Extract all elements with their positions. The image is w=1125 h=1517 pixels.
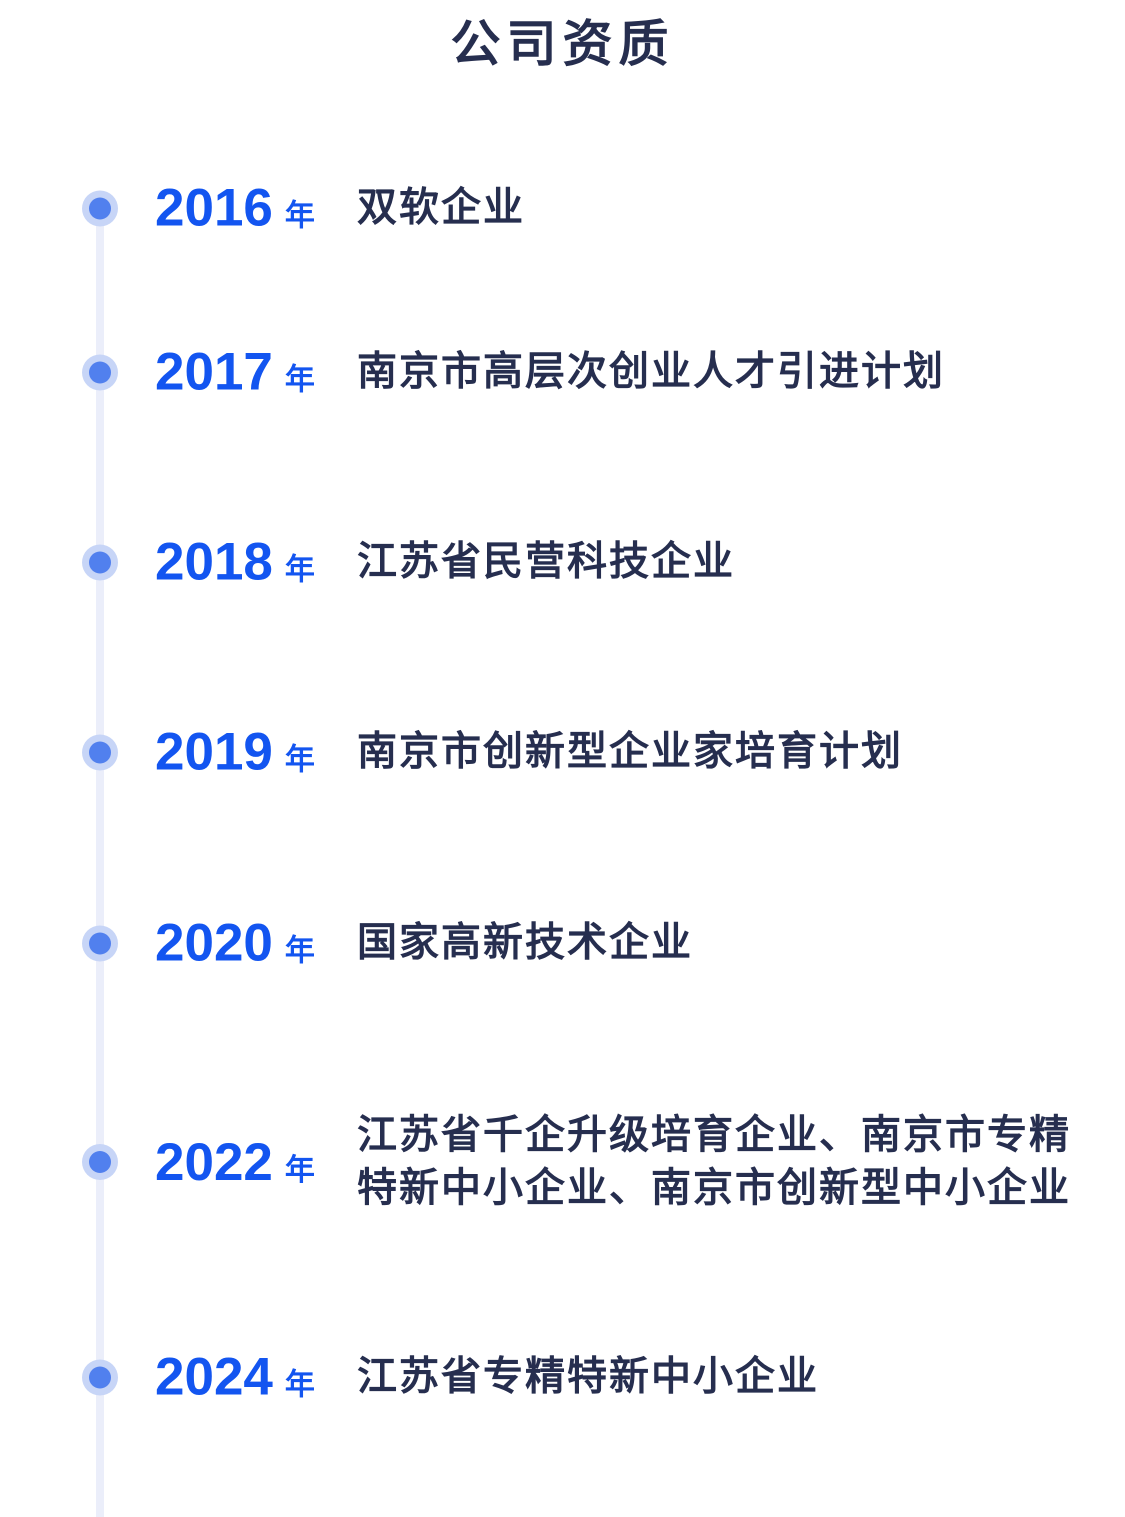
timeline-dot-inner-icon: [89, 1366, 111, 1388]
timeline-year-group: 2020 年: [155, 917, 357, 970]
timeline-dot-icon: [82, 734, 118, 770]
timeline-dot-icon: [82, 1359, 118, 1395]
timeline-year-group: 2022 年: [155, 1136, 357, 1189]
timeline-dot-inner-icon: [89, 361, 111, 383]
timeline-year-group: 2024 年: [155, 1351, 357, 1404]
timeline-year: 2016: [155, 178, 273, 238]
timeline-dot-inner-icon: [89, 932, 111, 954]
timeline-description: 江苏省民营科技企业: [357, 539, 735, 584]
timeline-dot-inner-icon: [89, 551, 111, 573]
timeline-year-group: 2019 年: [155, 726, 357, 779]
timeline-year: 2020: [155, 913, 273, 973]
timeline-year-suffix: 年: [284, 1368, 315, 1402]
timeline-description: 双软企业: [357, 185, 525, 230]
page-title: 公司资质: [450, 16, 675, 72]
timeline-row: 2024 年 江苏省专精特新中小企业: [82, 1351, 1092, 1404]
timeline-description: 南京市创新型企业家培育计划: [357, 729, 903, 774]
timeline-row: 2020 年 国家高新技术企业: [82, 917, 1092, 970]
timeline-dot-icon: [82, 544, 118, 580]
timeline-year-suffix: 年: [284, 1153, 315, 1187]
timeline-dot-inner-icon: [89, 741, 111, 763]
timeline-row: 2022 年 江苏省千企升级培育企业、南京市专精特新中小企业、南京市创新型中小企…: [82, 1109, 1092, 1215]
timeline-description: 江苏省专精特新中小企业: [357, 1354, 819, 1399]
timeline-description: 江苏省千企升级培育企业、南京市专精特新中小企业、南京市创新型中小企业: [357, 1113, 1071, 1210]
timeline-year: 2024: [155, 1347, 273, 1407]
timeline-year-group: 2016 年: [155, 182, 357, 235]
timeline-dot-icon: [82, 354, 118, 390]
timeline-year-suffix: 年: [284, 553, 315, 587]
timeline-dot-icon: [82, 1144, 118, 1180]
timeline-row: 2017 年 南京市高层次创业人才引进计划: [82, 346, 1092, 399]
timeline-year-suffix: 年: [284, 934, 315, 968]
timeline-year-suffix: 年: [284, 743, 315, 777]
timeline-description: 国家高新技术企业: [357, 920, 693, 965]
timeline-year-group: 2018 年: [155, 536, 357, 589]
timeline-row: 2018 年 江苏省民营科技企业: [82, 536, 1092, 589]
timeline-year: 2018: [155, 532, 273, 592]
timeline-line: [96, 208, 104, 1517]
timeline-dot-icon: [82, 925, 118, 961]
timeline-row: 2019 年 南京市创新型企业家培育计划: [82, 726, 1092, 779]
timeline-year-suffix: 年: [284, 199, 315, 233]
timeline-description: 南京市高层次创业人才引进计划: [357, 349, 945, 394]
timeline-dot-icon: [82, 190, 118, 226]
timeline-row: 2016 年 双软企业: [82, 182, 1092, 235]
timeline-dot-inner-icon: [89, 197, 111, 219]
timeline-year-group: 2017 年: [155, 346, 357, 399]
timeline-year: 2017: [155, 342, 273, 402]
timeline-year-suffix: 年: [284, 363, 315, 397]
timeline-year: 2019: [155, 722, 273, 782]
timeline-dot-inner-icon: [89, 1151, 111, 1173]
timeline-year: 2022: [155, 1132, 273, 1192]
